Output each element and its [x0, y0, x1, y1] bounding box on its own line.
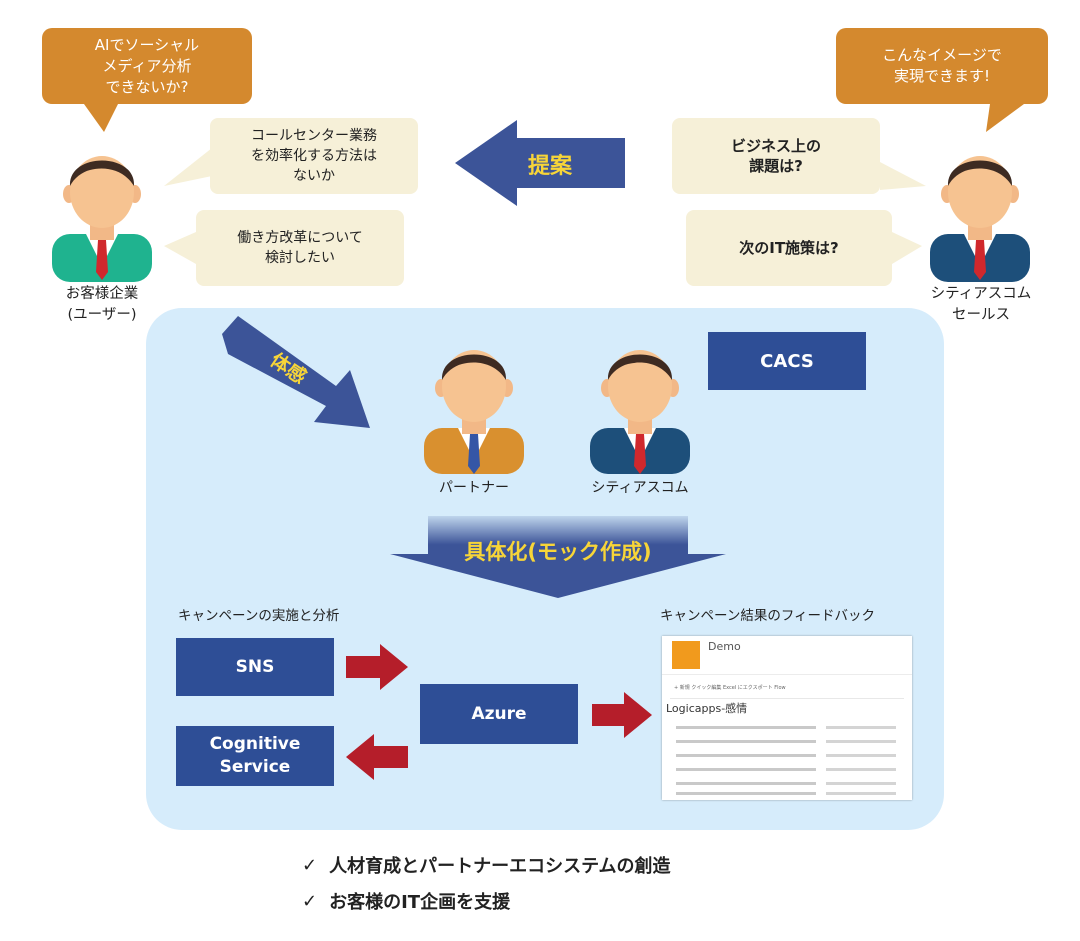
screenshot-row — [676, 740, 816, 743]
concretize-label: 具体化(モック作成) — [464, 540, 652, 564]
customer-orange-tail — [84, 104, 118, 132]
proposal-arrow — [455, 120, 625, 206]
screenshot-row — [676, 768, 816, 771]
bullet-1: ✓ 人材育成とパートナーエコシステムの創造 — [302, 852, 671, 878]
screenshot-row — [676, 792, 816, 795]
partner-person-icon — [424, 350, 524, 474]
screenshot-row — [676, 782, 816, 785]
screenshot-header: Demo — [662, 636, 912, 675]
screenshot-row-meta — [826, 726, 896, 729]
azure-to-feedback-arrow — [592, 692, 652, 738]
app-logo-icon — [672, 641, 700, 669]
bullet-2-text: お客様のIT企画を支援 — [329, 892, 511, 913]
screenshot-app-title: Demo — [708, 640, 741, 653]
screenshot-toolbar: + 新規 クイック編集 Excel にエクスポート Flow — [674, 685, 786, 691]
sales-bubble-1: ビジネス上の 課題は? — [672, 118, 880, 194]
screenshot-divider — [670, 698, 904, 699]
sales-bubble2-tail — [892, 232, 922, 264]
citiascom-label: シティアスコム — [591, 480, 689, 496]
check-icon: ✓ — [302, 854, 318, 876]
azure-box: Azure — [420, 684, 578, 744]
screenshot-row-meta — [826, 768, 896, 771]
customer-bubble1-tail — [164, 148, 212, 186]
check-icon: ✓ — [302, 890, 318, 912]
sales-person-icon — [930, 156, 1030, 282]
screenshot-row-meta — [826, 782, 896, 785]
cacs-box: CACS — [708, 332, 866, 390]
sales-label: シティアスコム セールス — [930, 286, 1032, 323]
partner-label: パートナー — [439, 480, 509, 496]
screenshot-row-meta — [826, 740, 896, 743]
campaign-run-title: キャンペーンの実施と分析 — [178, 608, 340, 624]
sns-to-azure-arrow — [346, 644, 408, 690]
citiascom-person-icon — [590, 350, 690, 474]
cognitive-service-box: Cognitive Service — [176, 726, 334, 786]
bullet-1-text: 人材育成とパートナーエコシステムの創造 — [329, 856, 671, 877]
screenshot-list-title: Logicapps-感情 — [666, 702, 748, 715]
feedback-screenshot: Demo + 新規 クイック編集 Excel にエクスポート Flow Logi… — [662, 636, 912, 800]
azure-to-cognitive-arrow — [346, 734, 408, 780]
customer-person-icon — [52, 156, 152, 282]
screenshot-row — [676, 754, 816, 757]
bullet-2: ✓ お客様のIT企画を支援 — [302, 888, 510, 914]
experience-arrow — [222, 316, 370, 428]
customer-label: お客様企業 (ユーザー) — [65, 286, 139, 323]
customer-orange-bubble: AIでソーシャル メディア分析 できないか? — [42, 28, 252, 104]
customer-bubble-1: コールセンター業務 を効率化する方法は ないか — [210, 118, 418, 194]
screenshot-row-meta — [826, 754, 896, 757]
screenshot-row — [676, 726, 816, 729]
screenshot-row-meta — [826, 792, 896, 795]
concretize-arrow — [390, 516, 726, 598]
proposal-label: 提案 — [528, 154, 573, 179]
campaign-feedback-title: キャンペーン結果のフィードバック — [660, 608, 876, 624]
sales-bubble1-tail — [880, 162, 926, 190]
customer-bubble-2: 働き方改革について 検討したい — [196, 210, 404, 286]
sales-orange-tail — [986, 104, 1024, 132]
sales-orange-bubble: こんなイメージで 実現できます! — [836, 28, 1048, 104]
sns-box: SNS — [176, 638, 334, 696]
sales-bubble-2: 次のIT施策は? — [686, 210, 892, 286]
customer-bubble2-tail — [164, 232, 196, 264]
